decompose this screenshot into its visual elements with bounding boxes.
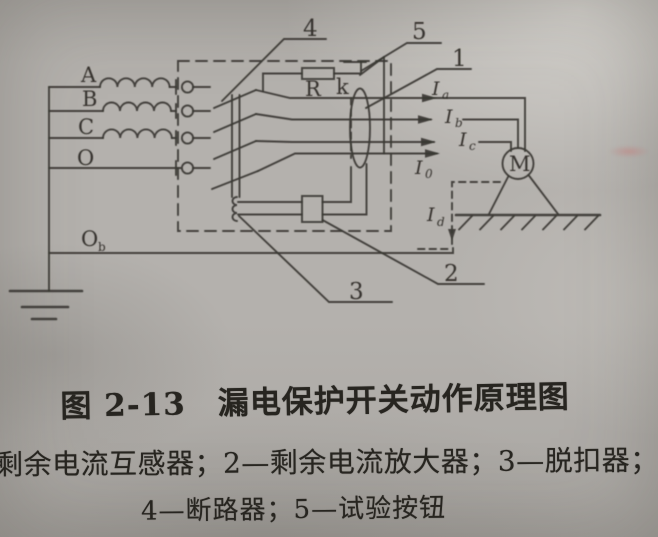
- zct-ring: [349, 87, 371, 169]
- current-label-id: I d: [426, 204, 445, 229]
- motor-label: M: [509, 152, 531, 176]
- svg-text:a: a: [442, 88, 449, 102]
- test-button-label: k: [336, 75, 349, 99]
- svg-text:O: O: [81, 227, 98, 251]
- callout-2: 2: [444, 261, 459, 287]
- svg-text:I: I: [426, 204, 435, 226]
- phase-conductors: [255, 89, 526, 172]
- current-label-ic: I c: [458, 129, 476, 153]
- svg-text:I: I: [431, 78, 440, 100]
- scan-smudge: [608, 145, 650, 158]
- neutral-ground-line: [48, 247, 454, 254]
- callout-3: 3: [349, 279, 364, 305]
- neutral-ground-label: O b: [81, 227, 106, 254]
- ground-symbol-motor: [454, 213, 602, 231]
- svg-text:d: d: [437, 215, 445, 229]
- switch-enclosure-box: [177, 60, 392, 232]
- breaker-blades: [211, 89, 259, 190]
- source-neutral-bus: [8, 86, 84, 321]
- phase-label-c: C: [78, 115, 94, 139]
- current-arrows: [418, 93, 440, 158]
- svg-text:b: b: [455, 116, 463, 130]
- phase-label-a: A: [80, 63, 97, 87]
- figure-legend-line2: 4—断路器；5—试验按钮: [140, 493, 447, 527]
- callout-5: 5: [412, 19, 427, 45]
- callout-4: 4: [303, 16, 318, 42]
- test-circuit: [262, 56, 385, 155]
- callout-1: 1: [452, 46, 467, 72]
- motor: [488, 147, 559, 215]
- source-windings: [48, 77, 182, 169]
- breaker-linkage: [231, 94, 241, 198]
- current-label-ib: I b: [444, 106, 463, 130]
- svg-text:I: I: [444, 106, 453, 128]
- test-resistor-label: R: [305, 77, 322, 101]
- svg-text:c: c: [469, 139, 476, 153]
- svg-text:b: b: [98, 240, 106, 254]
- svg-text:I: I: [414, 157, 423, 179]
- svg-text:I: I: [458, 129, 467, 151]
- phase-label-b: B: [82, 87, 97, 111]
- amplifier-box: [301, 163, 368, 223]
- breaker-contacts: [175, 79, 211, 176]
- leakage-current-path: [417, 181, 501, 250]
- trip-coil: [231, 196, 303, 222]
- ground-symbol-source: [8, 289, 84, 321]
- callout-leaders: [221, 38, 485, 303]
- current-label-i0: I 0: [414, 157, 433, 181]
- svg-text:0: 0: [425, 167, 433, 181]
- figure-legend-line1: 剩余电流互感器；2—剩余电流放大器；3—脱扣器；: [0, 443, 658, 482]
- phase-label-o: O: [77, 146, 94, 170]
- current-label-ia: I a: [431, 78, 449, 102]
